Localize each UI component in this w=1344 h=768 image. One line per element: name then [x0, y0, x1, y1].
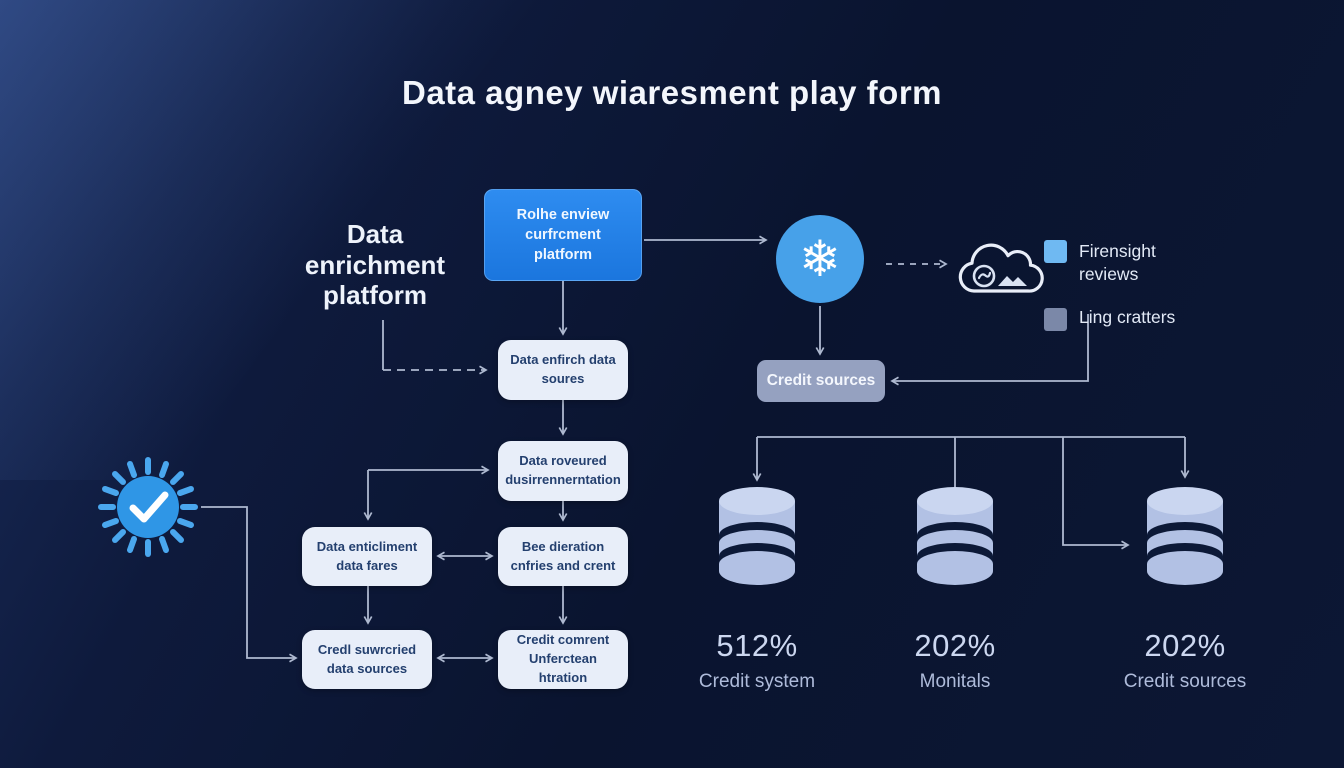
stat-value: 202% [1144, 628, 1226, 663]
snowflake-glyph: ❄ [799, 231, 841, 287]
node-data-sources: Data enfirch data soures [498, 340, 628, 400]
platform-label: Data enrichment platform [304, 219, 446, 311]
snowflake-icon: ❄ [776, 215, 864, 303]
node-sourced-data-label: Credl suwrcried data sources [317, 641, 417, 676]
stat-monitals: 202% Monitals [845, 628, 1065, 693]
node-integration-label: Credit comrent Unferctean htration [516, 632, 610, 685]
stat-credit-system: 512% Credit system [647, 628, 867, 693]
node-documentation-label: Data roveured dusirrennerntation [505, 453, 621, 487]
node-data-faces-label: Data enticliment data fares [316, 538, 418, 573]
stat-value: 202% [914, 628, 996, 663]
legend: Firensight reviews Ling cratters [1044, 240, 1229, 332]
database-icon [716, 486, 798, 595]
legend-item: Ling cratters [1044, 286, 1229, 332]
stat-credit-sources: 202% Credit sources [1075, 628, 1295, 693]
node-root-label: Rolhe enview curfrcment platform [516, 206, 610, 264]
node-root-platform: Rolhe enview curfrcment platform [484, 189, 642, 281]
stat-label: Credit system [698, 671, 816, 692]
stat-label: Credit sources [1123, 671, 1247, 692]
node-documentation: Data roveured dusirrennerntation [498, 441, 628, 501]
legend-swatch-blue [1044, 240, 1067, 263]
node-integration: Credit comrent Unferctean htration [498, 630, 628, 689]
legend-label: Ling cratters [1079, 307, 1176, 328]
node-credit-sources-label: Credit sources [766, 372, 876, 389]
database-icon [914, 486, 996, 595]
node-credit-sources: Credit sources [757, 360, 885, 402]
verified-sun-icon [93, 452, 203, 567]
node-generation: Bee dieration cnfries and crent [498, 527, 628, 586]
cloud-icon [950, 233, 1050, 310]
node-sourced-data: Credl suwrcried data sources [302, 630, 432, 689]
node-data-sources-label: Data enfirch data soures [510, 352, 616, 386]
node-generation-label: Bee dieration cnfries and crent [510, 538, 616, 573]
database-icon [1144, 486, 1226, 595]
legend-swatch-gray [1044, 308, 1067, 332]
page-title: Data agney wiaresment play form [401, 74, 943, 111]
stat-value: 512% [716, 628, 798, 663]
legend-item: Firensight reviews [1044, 240, 1229, 286]
node-data-faces: Data enticliment data fares [302, 527, 432, 586]
legend-label: Firensight reviews [1079, 241, 1156, 285]
stat-label: Monitals [919, 671, 991, 692]
background-streak [0, 0, 560, 480]
